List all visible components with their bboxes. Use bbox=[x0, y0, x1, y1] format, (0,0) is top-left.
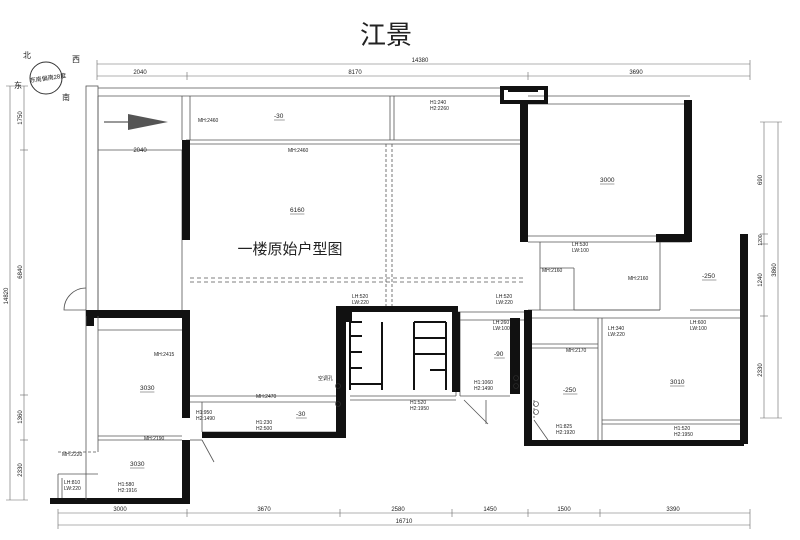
dim-inner-2040: 2040 bbox=[133, 148, 147, 154]
room-label-h2260: H2:2260 bbox=[430, 106, 449, 112]
room-label-h1240: H1:240 bbox=[430, 100, 446, 106]
room-label-lh260: LH:260 bbox=[493, 320, 509, 326]
room-label-mh2460a: MH:2460 bbox=[198, 118, 219, 124]
room-label-lh530: LH:530 bbox=[572, 242, 588, 248]
dim-right-seg-3: 1240 bbox=[758, 273, 764, 287]
room-label-h1520a: H1:520 bbox=[410, 400, 426, 406]
dim-bottom-seg-1: 3000 bbox=[113, 507, 127, 513]
room-label-lw100b: LW:100 bbox=[493, 326, 510, 332]
dim-top-seg-1: 2040 bbox=[133, 70, 147, 76]
room-label-h3000: 3000 bbox=[600, 177, 615, 184]
dim-bottom-seg-3: 2580 bbox=[391, 507, 405, 513]
dim-left-seg-4: 2330 bbox=[18, 463, 24, 477]
room-label-h2-1920: H2:1920 bbox=[556, 430, 575, 436]
bottom-dimensions bbox=[57, 509, 751, 529]
dim-left-seg-1: 1750 bbox=[18, 111, 24, 125]
thick-walls bbox=[50, 86, 748, 504]
room-label-h2-1950b: H2:1950 bbox=[674, 432, 693, 438]
room-label-h1580: H1:580 bbox=[118, 482, 134, 488]
room-label-neg30b: -30 bbox=[296, 411, 306, 418]
room-label-h1230: H1:230 bbox=[256, 420, 272, 426]
room-label-lw220d: LW:220 bbox=[64, 486, 81, 492]
room-label-mh2190: MH:2190 bbox=[144, 436, 165, 442]
room-label-lw100c: LW:100 bbox=[690, 326, 707, 332]
room-label-h1520b: H1:520 bbox=[674, 426, 690, 432]
room-label-lh340: LH:340 bbox=[608, 326, 624, 332]
top-dimensions bbox=[96, 60, 751, 80]
compass-needle bbox=[34, 64, 58, 92]
arrow-marker bbox=[104, 114, 168, 130]
dim-right-seg-2: 1200 bbox=[758, 234, 764, 245]
room-label-h1060: H1:1060 bbox=[474, 380, 493, 386]
room-label-mh2460b: MH:2460 bbox=[288, 148, 309, 154]
compass-letter-west: 西 bbox=[72, 55, 80, 64]
plan-subtitle: 一楼原始户型图 bbox=[237, 241, 342, 258]
room-label-h6160: 6160 bbox=[290, 207, 305, 214]
room-label-neg250b: -250 bbox=[563, 387, 576, 394]
room-label-neg30a: -30 bbox=[274, 113, 284, 120]
right-dimensions bbox=[760, 121, 782, 419]
dim-bottom-seg-4: 1450 bbox=[483, 507, 497, 513]
room-label-lh810: LH:810 bbox=[64, 480, 80, 486]
compass-circle bbox=[29, 61, 63, 95]
plan-title: 江景 bbox=[360, 20, 412, 50]
room-label-mh2415: MH:2415 bbox=[154, 352, 175, 358]
room-label-ac-hole: 空调孔 bbox=[318, 375, 333, 382]
compass-letter-north: 北 bbox=[23, 51, 31, 60]
room-label-lh520b: LH:520 bbox=[496, 294, 512, 300]
dim-left-seg-3: 1360 bbox=[18, 410, 24, 424]
room-label-h2-1490a: H2:1490 bbox=[474, 386, 493, 392]
room-label-h3010: 3010 bbox=[670, 379, 685, 386]
compass-letter-east: 东 bbox=[14, 80, 22, 90]
room-label-h3030b: 3030 bbox=[130, 461, 145, 468]
ac-hole-circle-2 bbox=[335, 401, 341, 407]
room-label-lw100a: LW:100 bbox=[572, 248, 589, 254]
pipe-circle-3 bbox=[533, 401, 539, 407]
room-label-lh520a: LH:520 bbox=[352, 294, 368, 300]
room-label-mh2170: MH:2170 bbox=[566, 348, 587, 354]
room-label-h825: H1:825 bbox=[556, 424, 572, 430]
room-label-lw220b: LW:220 bbox=[496, 300, 513, 306]
ac-hole-circle-1 bbox=[335, 383, 341, 389]
room-label-mh2160b: MH:2160 bbox=[628, 276, 649, 282]
dim-bottom-seg-2: 3670 bbox=[257, 507, 271, 513]
room-label-h2-1490b: H2:1490 bbox=[196, 416, 215, 422]
room-label-h2-1916: H2:1916 bbox=[118, 488, 137, 494]
compass-letter-south: 南 bbox=[62, 92, 70, 102]
dim-right-seg-4: 2330 bbox=[758, 363, 764, 377]
pipe-circle-1 bbox=[513, 375, 519, 381]
room-label-mh2160a: MH:2160 bbox=[542, 268, 563, 274]
stairs bbox=[349, 321, 447, 390]
pipe-circle-2 bbox=[513, 383, 519, 389]
dim-bottom-total: 16710 bbox=[396, 519, 413, 525]
room-label-lw220a: LW:220 bbox=[352, 300, 369, 306]
dim-bottom-seg-5: 1500 bbox=[557, 507, 571, 513]
room-label-mh2220: MH:2220 bbox=[62, 452, 83, 458]
thin-walls-2 bbox=[85, 96, 183, 500]
room-label-lw220c: LW:220 bbox=[608, 332, 625, 338]
pipe-circle-4 bbox=[533, 409, 539, 415]
dim-left-total: 14820 bbox=[4, 287, 10, 304]
dim-right-seg-1: 690 bbox=[758, 174, 764, 185]
room-label-h3030a: 3030 bbox=[140, 385, 155, 392]
room-label-h2500: H2:500 bbox=[256, 426, 272, 432]
dim-top-seg-2: 8170 bbox=[348, 70, 362, 76]
room-label-mh2470: MH:2470 bbox=[256, 394, 277, 400]
room-label-neg90: -90 bbox=[494, 351, 504, 358]
room-label-lh600: LH:600 bbox=[690, 320, 706, 326]
room-label-neg250a: -250 bbox=[702, 273, 715, 280]
dim-top-seg-3: 3690 bbox=[629, 70, 643, 76]
room-label-h2-1950a: H2:1950 bbox=[410, 406, 429, 412]
dim-left-seg-2: 6840 bbox=[18, 265, 24, 279]
dim-right-total: 3860 bbox=[772, 263, 778, 277]
left-dimensions bbox=[6, 85, 28, 501]
door-arc bbox=[63, 287, 87, 311]
room-label-h1950: H1:950 bbox=[196, 410, 212, 416]
dim-bottom-seg-6: 3390 bbox=[666, 507, 680, 513]
dim-top-total: 14380 bbox=[412, 58, 429, 64]
